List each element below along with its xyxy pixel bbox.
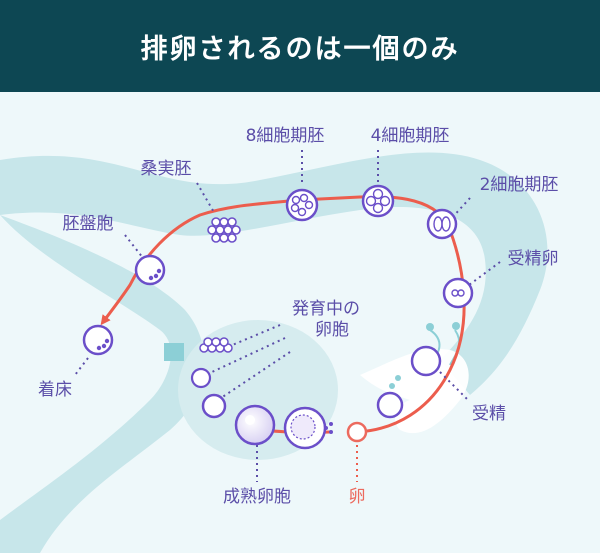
label-developing-follicle-2: 卵胞 <box>315 320 349 340</box>
cell-implantation <box>84 326 112 354</box>
label-developing-follicle-1: 発育中の <box>292 299 360 319</box>
cell-fertilized-egg <box>444 279 472 307</box>
label-implantation: 着床 <box>38 380 72 400</box>
label-fertilization: 受精 <box>472 404 506 424</box>
cell-4cell <box>363 186 393 216</box>
label-blastocyst: 胚盤胞 <box>63 214 114 234</box>
cell-fertilization <box>412 347 440 375</box>
cell-ovulated <box>378 393 402 417</box>
cell-2cell <box>428 210 456 238</box>
label-egg: 卵 <box>349 487 366 507</box>
cell-blastocyst <box>136 256 164 284</box>
label-4cell: 4細胞期胚 <box>371 126 450 146</box>
tube-connector <box>164 343 184 361</box>
fertilization-splash <box>360 322 469 433</box>
label-morula: 桑実胚 <box>141 159 192 179</box>
follicle-small <box>192 369 210 387</box>
label-2cell: 2細胞期胚 <box>480 175 559 195</box>
label-8cell: 8細胞期胚 <box>246 126 325 146</box>
follicle-medium <box>203 395 225 417</box>
label-mature-follicle: 成熟卵胞 <box>223 486 291 507</box>
cell-egg <box>348 423 366 441</box>
follicle-large <box>236 406 274 444</box>
label-fertilized-egg: 受精卵 <box>508 249 559 269</box>
cell-8cell <box>287 190 317 220</box>
cell-morula <box>208 218 240 242</box>
follicle-cluster <box>200 338 232 352</box>
